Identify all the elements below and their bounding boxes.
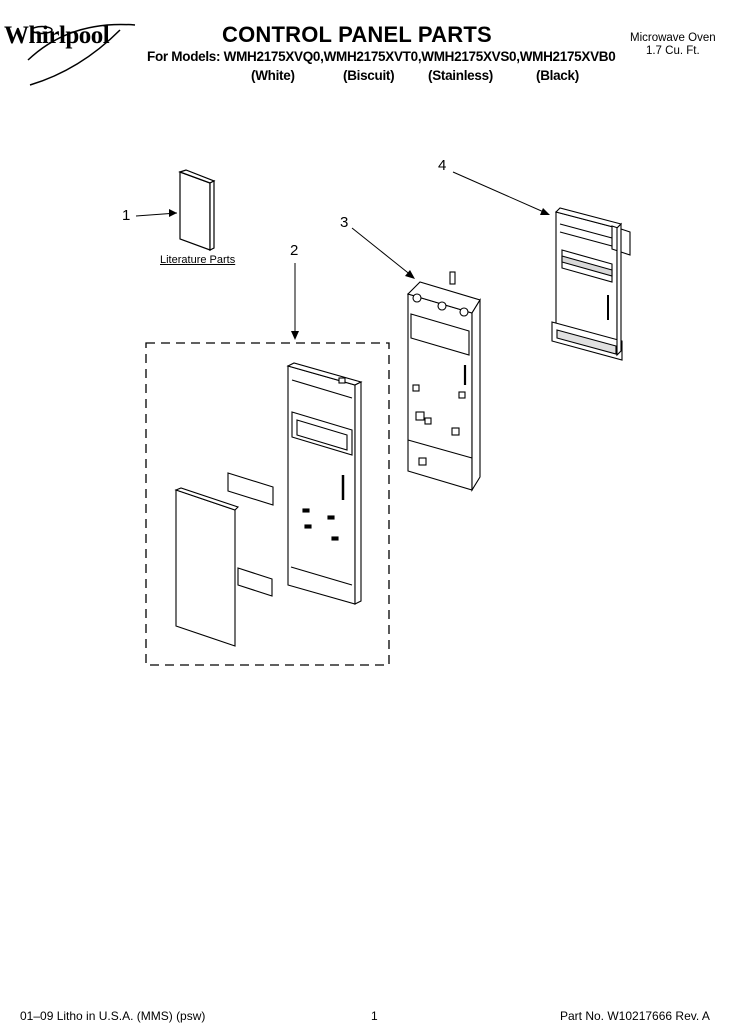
literature-parts-label: Literature Parts <box>160 254 236 266</box>
callout-1: 1 <box>122 207 131 224</box>
leader-line-3 <box>351 227 413 277</box>
part-3-control-panel-bracket <box>406 271 481 492</box>
arrowhead-4 <box>540 208 550 215</box>
color-black: (Black) <box>536 68 579 83</box>
footer-page-number: 1 <box>371 1009 378 1023</box>
callout-3: 3 <box>340 214 349 231</box>
color-biscuit: (Biscuit) <box>343 68 395 83</box>
part-2-membrane-overlay <box>174 472 274 647</box>
models-line: For Models: WMH2175XVQ0,WMH2175XVT0,WMH2… <box>147 49 616 64</box>
footer-print-info: 01–09 Litho in U.S.A. (MMS) (psw) <box>20 1009 206 1023</box>
arrowhead-1 <box>169 209 177 217</box>
arrowhead-3 <box>405 270 415 279</box>
color-stainless: (Stainless) <box>428 68 493 83</box>
callout-2: 2 <box>290 242 299 259</box>
product-capacity: 1.7 Cu. Ft. <box>645 45 700 57</box>
leader-line-4 <box>452 171 547 214</box>
brand-logo: Whirlpool <box>4 22 110 49</box>
footer-part-number: Part No. W10217666 Rev. A <box>560 1009 710 1023</box>
callout-4: 4 <box>438 157 447 174</box>
whirlpool-logo-swoosh <box>27 23 136 86</box>
color-white: (White) <box>251 68 295 83</box>
part-1-literature-booklet <box>178 169 216 251</box>
part-4-rear-bracket <box>551 207 631 361</box>
page-title: CONTROL PANEL PARTS <box>222 22 492 47</box>
part-2-group-box <box>145 342 390 666</box>
part-2-control-panel-frame <box>286 362 363 605</box>
product-info: Microwave Oven 1.7 Cu. Ft. <box>630 32 716 58</box>
product-type: Microwave Oven <box>630 32 716 44</box>
arrowhead-2 <box>291 331 299 340</box>
